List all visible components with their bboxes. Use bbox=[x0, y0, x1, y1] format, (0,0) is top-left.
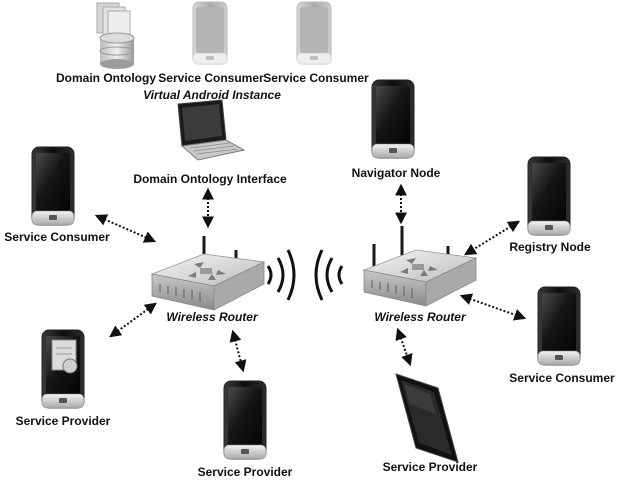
virtual-consumer-label-2: Service Consumer bbox=[263, 71, 369, 85]
provider-left-router-connector bbox=[109, 302, 157, 338]
navigator-node-phone-icon bbox=[371, 79, 415, 159]
domain-ontology-interface-label: Domain Ontology Interface bbox=[133, 172, 287, 186]
laptop-icon bbox=[177, 99, 246, 161]
service-consumer-phone-icon-left bbox=[31, 146, 75, 226]
wireless-router-right-label: Wireless Router bbox=[374, 310, 467, 324]
registry-node-phone-icon bbox=[527, 156, 571, 236]
navigator-node-label: Navigator Node bbox=[352, 166, 441, 180]
domain-ontology-label: Domain Ontology bbox=[56, 71, 156, 85]
virtual-consumer-phone-icon-2 bbox=[296, 1, 332, 65]
tablet-service-provider-label: Service Provider bbox=[383, 460, 478, 474]
wireless-router-icon-right bbox=[363, 226, 477, 307]
virtual-android-instance-label: Virtual Android Instance bbox=[143, 88, 281, 102]
right-service-consumer-label: Service Consumer bbox=[509, 371, 615, 385]
wireless-router-icon-left bbox=[151, 236, 265, 311]
service-provider-phone-icon-left bbox=[41, 329, 85, 409]
left-service-provider-label: Service Provider bbox=[16, 414, 111, 428]
virtual-consumer-label-1: Service Consumer bbox=[158, 71, 264, 85]
bottom-service-provider-label: Service Provider bbox=[198, 465, 293, 479]
tablet-icon bbox=[395, 373, 459, 463]
registry-node-label: Registry Node bbox=[509, 240, 591, 254]
left-service-consumer-label: Service Consumer bbox=[4, 230, 110, 244]
service-provider-phone-icon-bottom bbox=[223, 380, 267, 460]
consumer-right-router-connector bbox=[459, 293, 527, 321]
provider-bottom-router-connector bbox=[229, 329, 247, 373]
tablet-router-connector bbox=[395, 327, 413, 367]
database-icon bbox=[96, 2, 135, 69]
wireless-router-left-label: Wireless Router bbox=[166, 310, 259, 324]
wireless-signal-icon bbox=[266, 249, 344, 301]
service-consumer-phone-icon-right bbox=[537, 286, 581, 366]
virtual-consumer-phone-icon-1 bbox=[192, 1, 228, 65]
